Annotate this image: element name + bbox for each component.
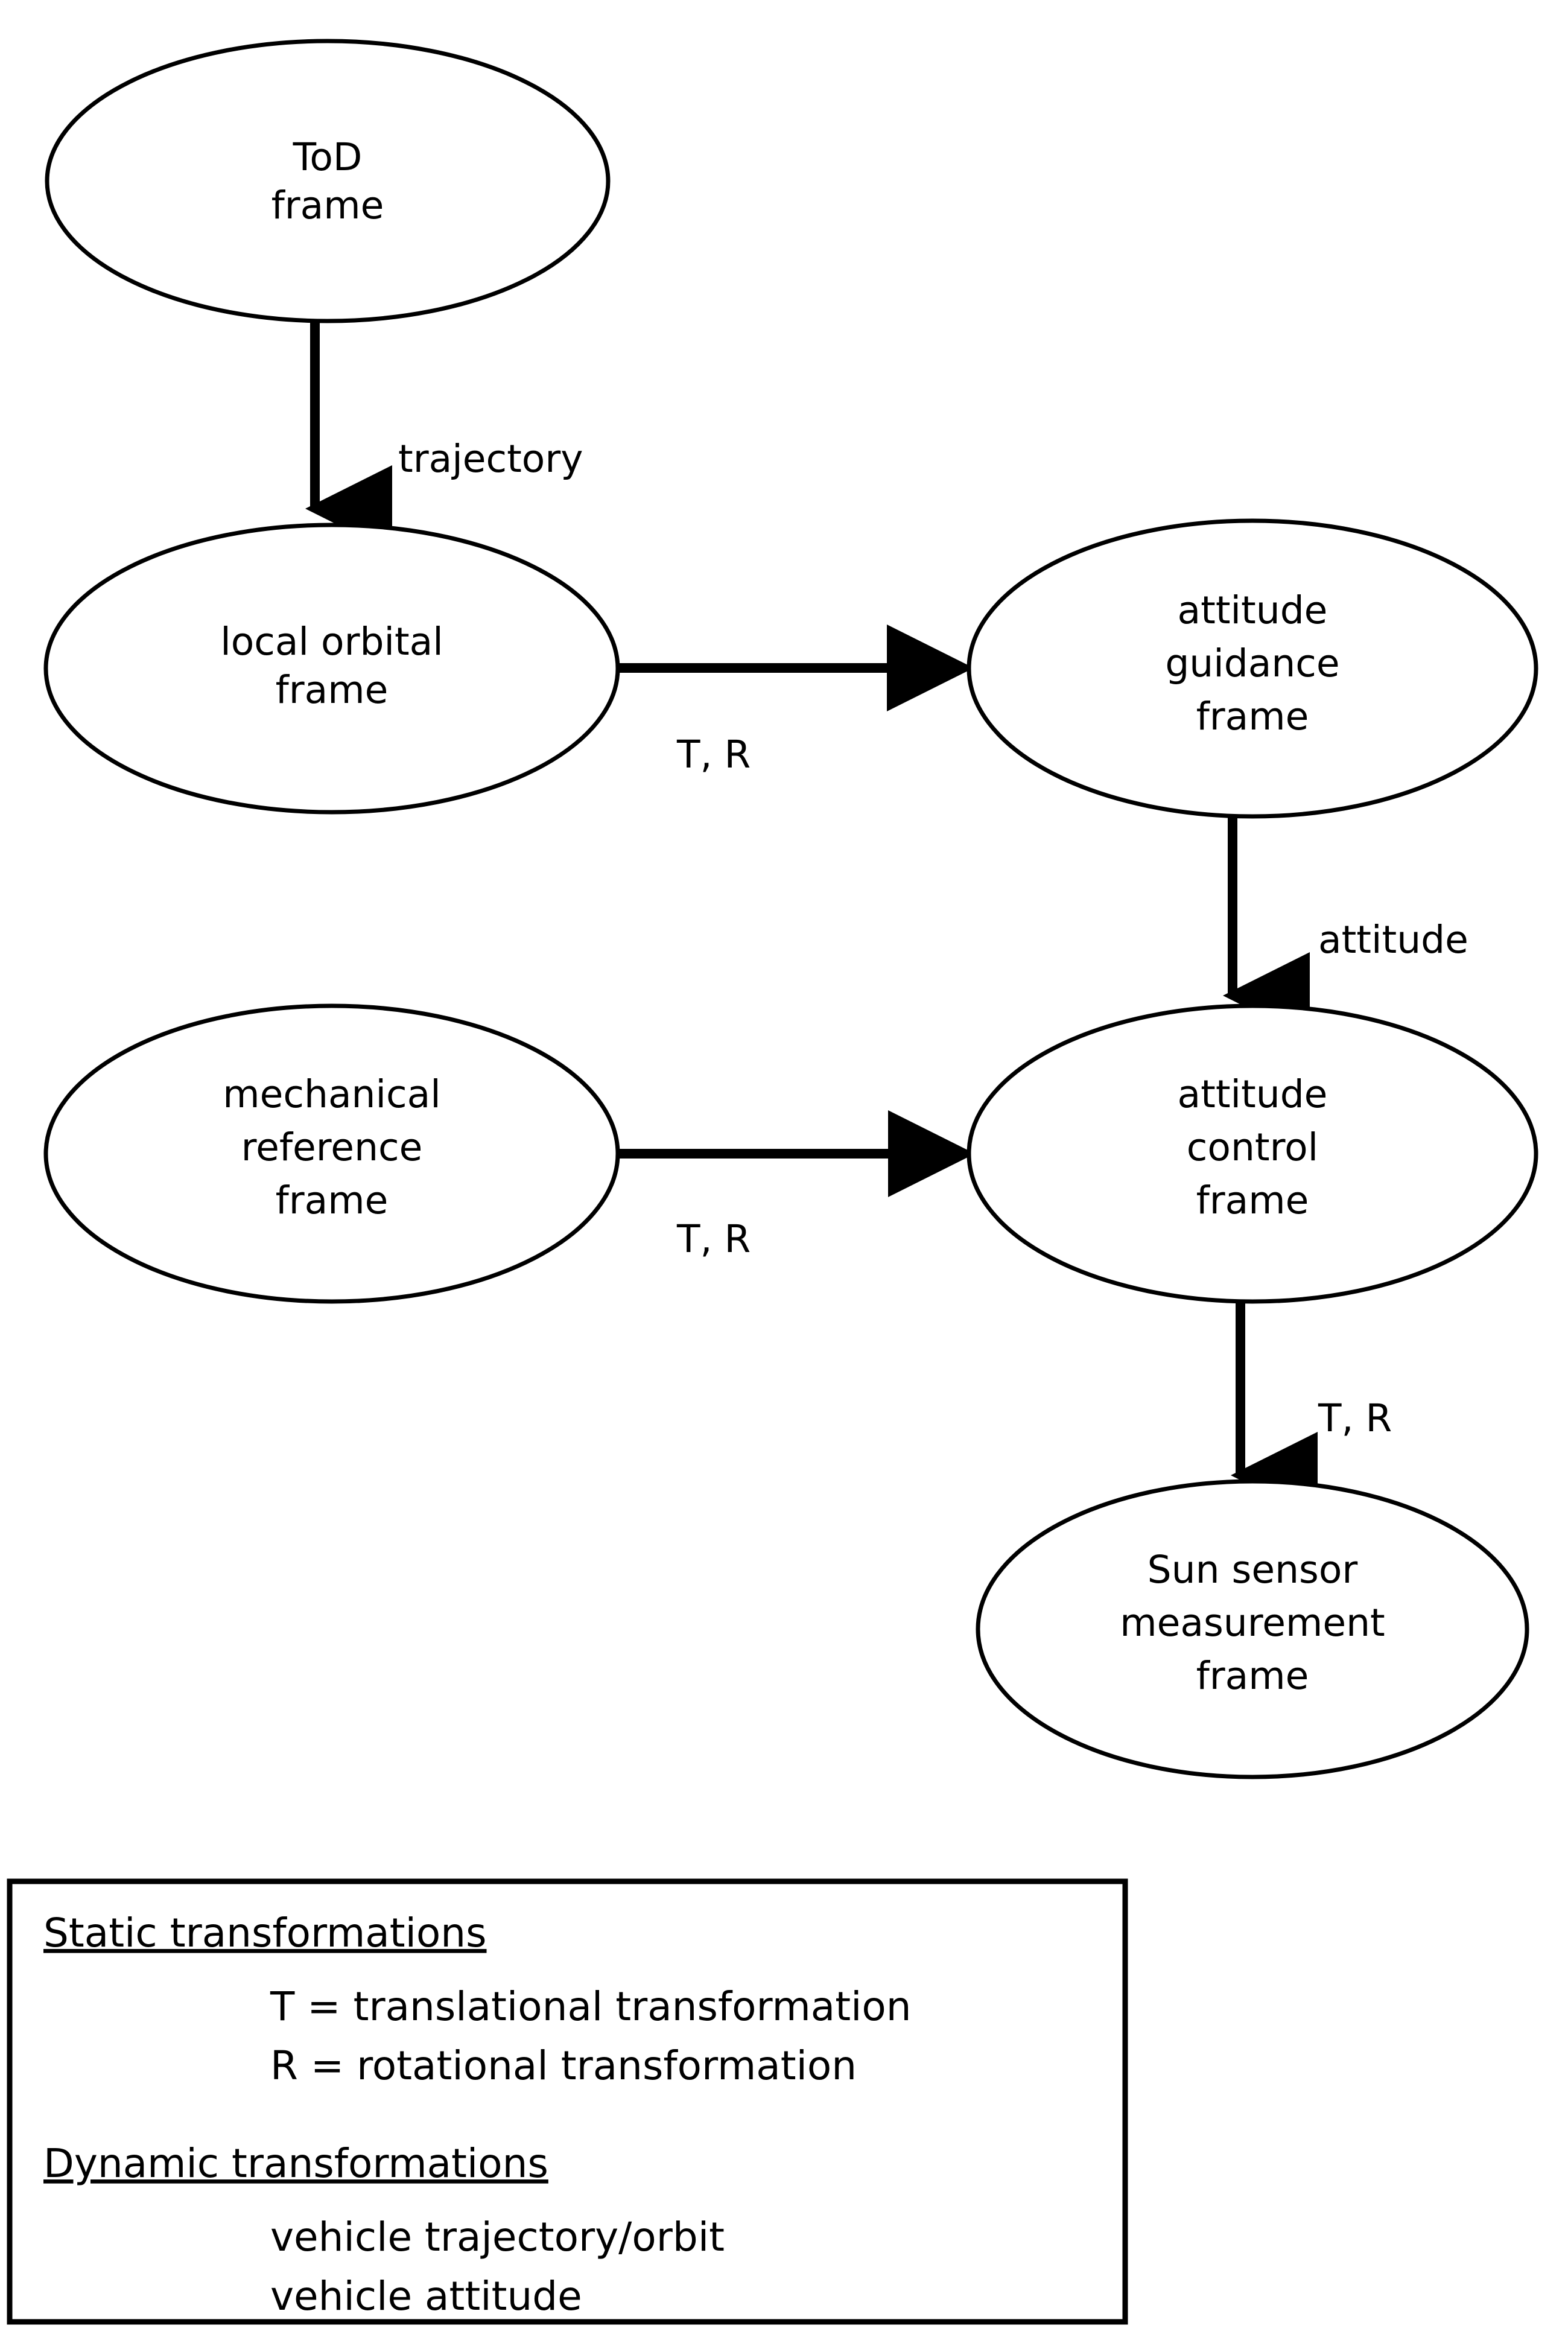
node-label-tod-frame-line-1: ToD	[293, 135, 363, 179]
node-shape-tod-frame[interactable]	[45, 39, 611, 323]
legend-item-vehicle-trajectory-orbit: vehicle trajectory/orbit	[270, 2214, 725, 2260]
edge-label-mechanical-tr: T, R	[676, 1217, 751, 1261]
node-shape-attitude-guidance-frame[interactable]	[967, 518, 1538, 819]
node-label-mechanical-reference-frame-line-2: reference	[241, 1125, 423, 1169]
edge-tod-to-local-orbital: trajectory	[305, 323, 583, 552]
node-label-mechanical-reference-frame-line-3: frame	[276, 1178, 389, 1222]
node-label-attitude-guidance-frame-line-1: attitude	[1178, 588, 1328, 632]
legend-heading-static-transformations: Static transformations	[43, 1910, 487, 1956]
node-label-sun-sensor-measurement-frame-line-1: Sun sensor	[1147, 1548, 1358, 1592]
node-label-sun-sensor-measurement-frame-line-2: measurement	[1120, 1601, 1385, 1645]
edge-label-trajectory: trajectory	[398, 437, 583, 481]
legend: Static transformations T = translational…	[7, 1878, 1128, 2325]
legend-heading-dynamic-transformations: Dynamic transformations	[43, 2140, 548, 2187]
node-tod-frame[interactable]: ToD frame	[45, 39, 611, 323]
edge-label-attitude: attitude	[1318, 918, 1468, 962]
edge-label-local-orbital-tr: T, R	[676, 733, 751, 777]
edge-attitude-guidance-to-attitude-control: attitude	[1223, 815, 1468, 1039]
node-local-orbital-frame[interactable]: local orbital frame	[43, 523, 620, 815]
node-label-local-orbital-frame-line-2: frame	[276, 668, 389, 712]
node-attitude-control-frame[interactable]: attitude control frame	[967, 1003, 1538, 1304]
node-label-local-orbital-frame-line-1: local orbital	[220, 620, 443, 664]
legend-item-vehicle-attitude: vehicle attitude	[270, 2273, 582, 2319]
node-label-attitude-control-frame-line-1: attitude	[1178, 1072, 1328, 1116]
node-label-attitude-guidance-frame-line-2: guidance	[1165, 641, 1339, 685]
legend-box	[7, 1878, 1128, 2325]
node-shape-attitude-control-frame[interactable]	[967, 1003, 1538, 1304]
legend-item-translational-transformation: T = translational transformation	[270, 1983, 912, 2030]
node-label-sun-sensor-measurement-frame-line-3: frame	[1196, 1654, 1309, 1698]
node-mechanical-reference-frame[interactable]: mechanical reference frame	[43, 1003, 620, 1304]
node-shape-local-orbital-frame[interactable]	[43, 523, 620, 815]
node-label-attitude-control-frame-line-2: control	[1187, 1125, 1318, 1169]
node-sun-sensor-measurement-frame[interactable]: Sun sensor measurement frame	[976, 1479, 1529, 1779]
node-label-mechanical-reference-frame-line-1: mechanical	[223, 1072, 440, 1116]
node-shape-sun-sensor-measurement-frame[interactable]	[976, 1479, 1529, 1779]
node-attitude-guidance-frame[interactable]: attitude guidance frame	[967, 518, 1538, 819]
edge-mechanical-reference-to-attitude-control: T, R	[597, 1110, 975, 1261]
edge-label-sun-sensor-tr: T, R	[1318, 1396, 1392, 1440]
node-label-attitude-control-frame-line-3: frame	[1196, 1178, 1309, 1222]
node-label-attitude-guidance-frame-line-3: frame	[1196, 695, 1309, 739]
legend-item-rotational-transformation: R = rotational transformation	[270, 2042, 857, 2089]
node-shape-mechanical-reference-frame[interactable]	[43, 1003, 620, 1304]
edge-local-orbital-to-attitude-guidance: T, R	[596, 625, 974, 777]
edge-attitude-control-to-sun-sensor: T, R	[1231, 1300, 1392, 1519]
node-label-tod-frame-line-2: frame	[271, 183, 384, 227]
